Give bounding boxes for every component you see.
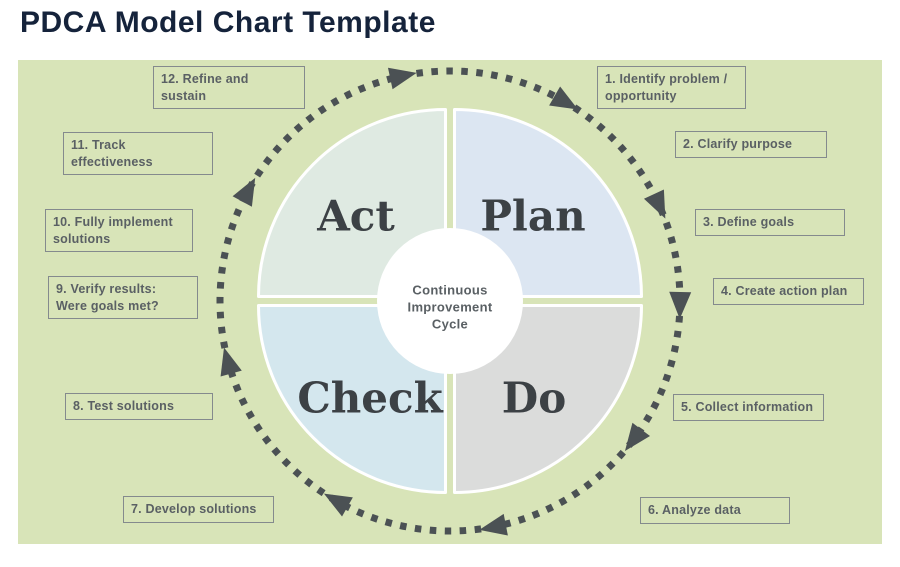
step-box-7: 7. Develop solutions <box>123 496 274 523</box>
cycle-arrow-icon <box>549 86 578 110</box>
step-box-9: 9. Verify results: Were goals met? <box>48 276 198 319</box>
step-box-3: 3. Define goals <box>695 209 845 236</box>
cycle-arrow-icon <box>220 347 242 377</box>
quadrant-label-plan: Plan <box>480 191 586 241</box>
page-title: PDCA Model Chart Template <box>20 6 436 39</box>
quadrant-label-act: Act <box>317 191 395 241</box>
center-cycle-caption: Continuous Improvement Cycle <box>407 282 493 332</box>
step-box-12: 12. Refine and sustain <box>153 66 305 109</box>
cycle-arrow-icon <box>479 513 508 536</box>
pdca-cycle-diagram <box>216 67 692 536</box>
cycle-arrow-icon <box>643 189 666 219</box>
step-box-1: 1. Identify problem / opportunity <box>597 66 746 109</box>
quadrant-label-check: Check <box>297 373 443 423</box>
step-box-11: 11. Track effectiveness <box>63 132 213 175</box>
cycle-arrow-icon <box>323 493 353 517</box>
cycle-arrow-icon <box>624 422 651 451</box>
quadrant-label-do: Do <box>501 373 567 423</box>
cycle-arrow-icon <box>669 291 692 319</box>
step-box-10: 10. Fully implement solutions <box>45 209 193 252</box>
step-box-8: 8. Test solutions <box>65 393 213 420</box>
step-box-2: 2. Clarify purpose <box>675 131 827 158</box>
step-box-6: 6. Analyze data <box>640 497 790 524</box>
step-box-5: 5. Collect information <box>673 394 824 421</box>
cycle-arrow-icon <box>387 67 417 90</box>
cycle-arrow-icon <box>232 177 256 207</box>
step-box-4: 4. Create action plan <box>713 278 864 305</box>
center-circle <box>377 228 523 374</box>
